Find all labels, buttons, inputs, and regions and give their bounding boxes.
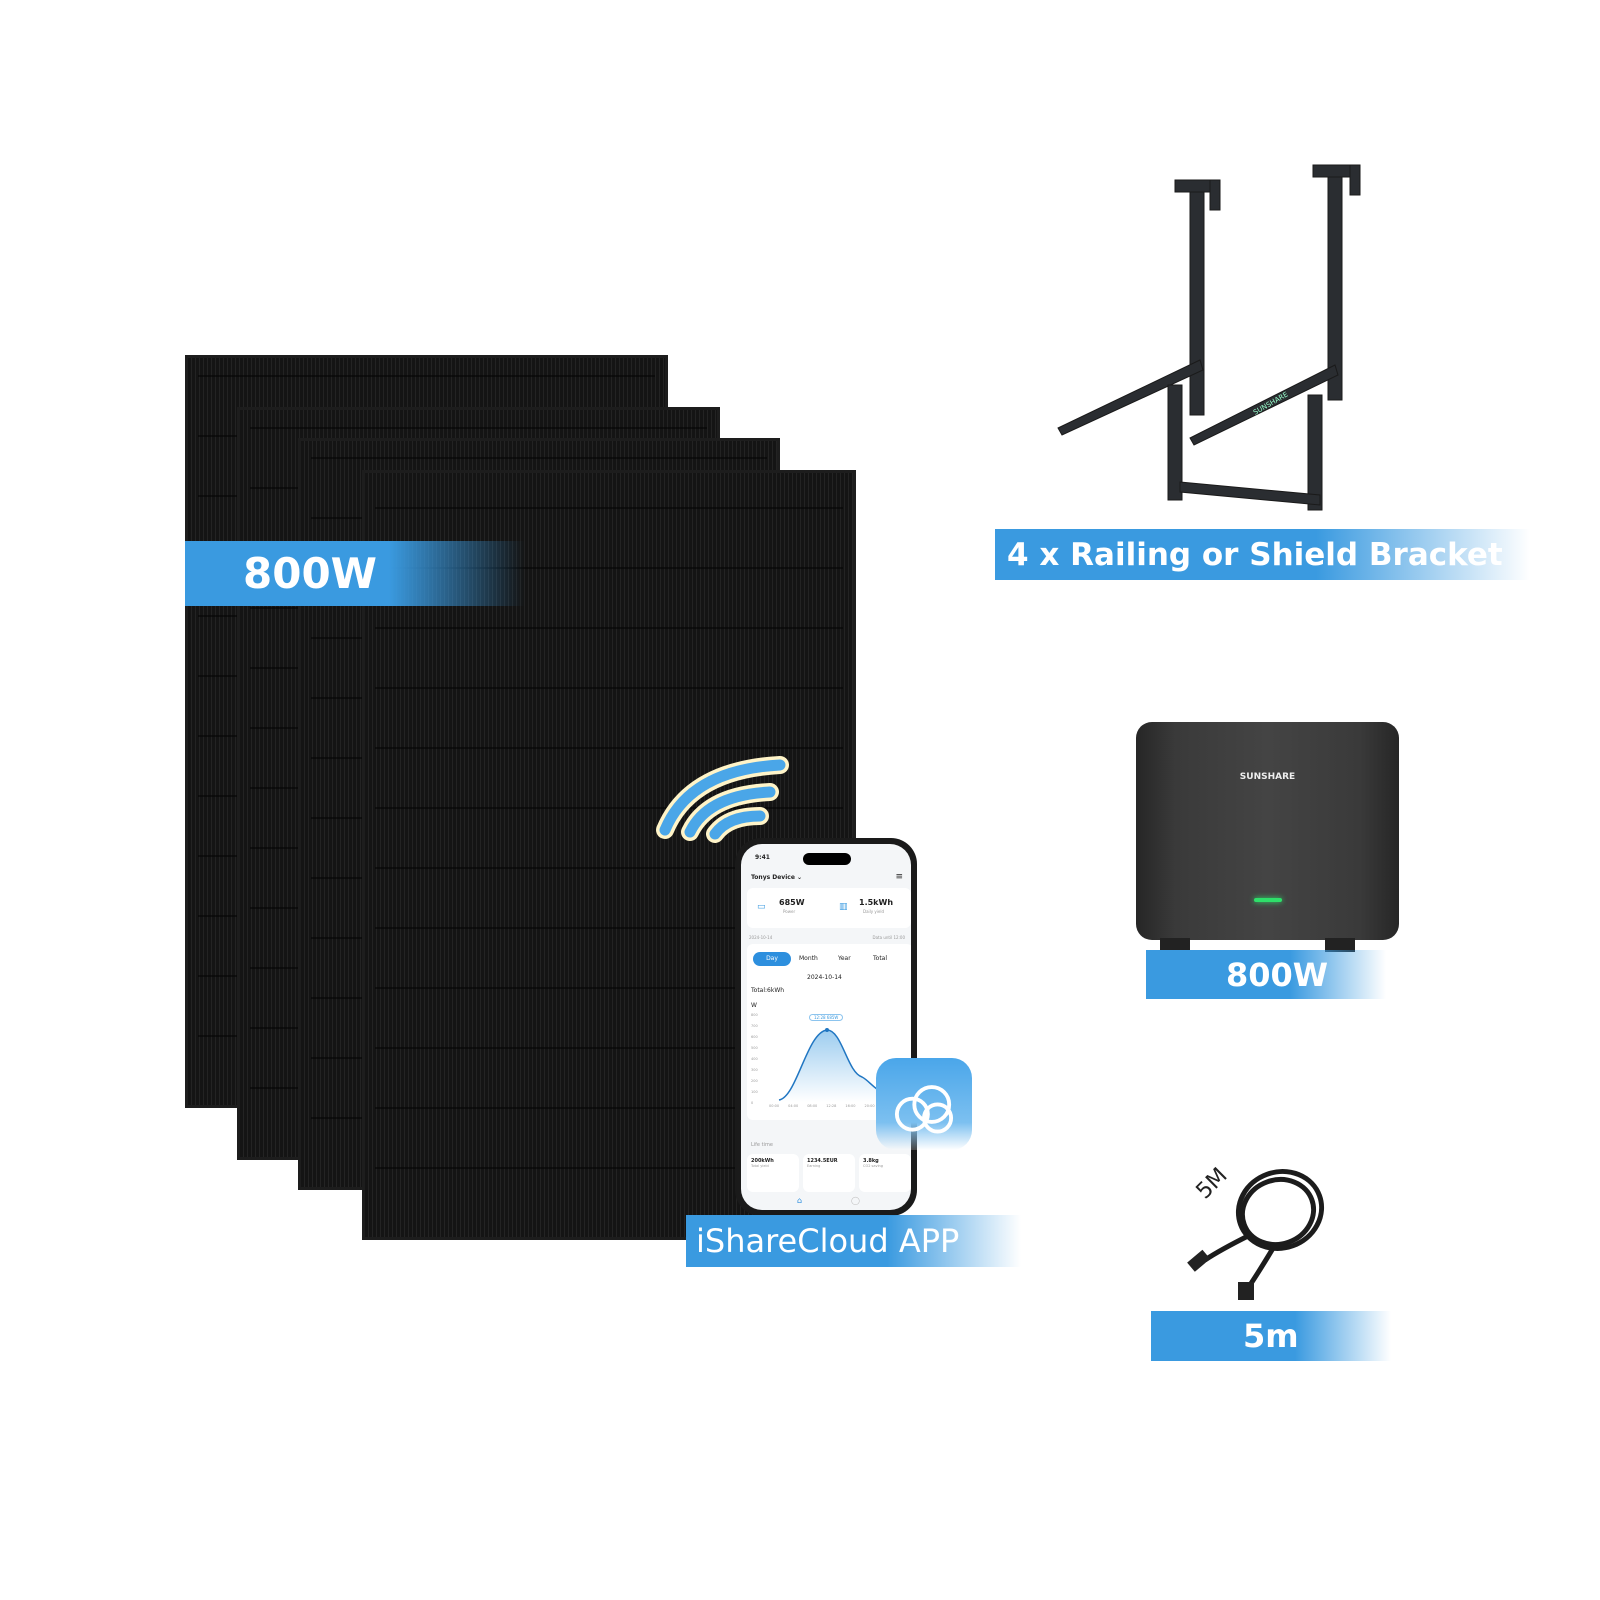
cable-length-marking: 5M (1192, 1163, 1233, 1204)
power-curve (778, 1028, 907, 1102)
daily-yield-value: 1.5kWh (859, 898, 894, 907)
y-tick: 200 (751, 1079, 758, 1083)
total-energy: Total:6kWh (751, 987, 785, 994)
y-tick: 100 (751, 1090, 758, 1094)
phone: 9:41 Tonys Device ⌄ ≡ ▭ 685W Power ▥ 1.5… (735, 838, 917, 1216)
y-tick: 600 (751, 1035, 758, 1039)
lifetime-value: 200kWh (751, 1158, 774, 1164)
connector (1160, 938, 1190, 952)
stats-card: ▭ 685W Power ▥ 1.5kWh Daily yield (747, 888, 911, 928)
chart-date[interactable]: 2024-10-14 (807, 974, 842, 981)
y-unit: W (751, 1002, 757, 1009)
lifetime-label: Life time (751, 1142, 773, 1148)
lifetime-value: 3.8kg (863, 1158, 879, 1164)
cable-label: 5m (1151, 1311, 1391, 1361)
x-tick: 08:00 (807, 1104, 818, 1108)
status-led (1254, 898, 1282, 902)
power-icon: ▭ (757, 902, 766, 912)
profile-icon[interactable]: ◯ (851, 1196, 860, 1205)
x-tick: 20:00 (864, 1104, 875, 1108)
lifetime-caption: CO2 saving (863, 1164, 883, 1168)
power-value: 685W (779, 898, 805, 907)
x-tick: 16:00 (845, 1104, 856, 1108)
x-tick: 04:00 (788, 1104, 799, 1108)
device-name: Tonys Device (751, 874, 795, 881)
lifetime-caption: Earning (807, 1164, 821, 1168)
bracket-label-text: 4 x Railing or Shield Bracket (1007, 536, 1503, 573)
app-screen: 9:41 Tonys Device ⌄ ≡ ▭ 685W Power ▥ 1.5… (741, 844, 911, 1210)
daily-yield-label: Daily yield (863, 909, 884, 914)
cloud-icon (894, 1085, 954, 1134)
microinverter: SUNSHARE (1136, 722, 1399, 940)
tab-day[interactable]: Day (753, 952, 791, 966)
wifi-icon (656, 756, 789, 843)
x-tick: 12:28 (826, 1104, 837, 1108)
y-tick: 800 (751, 1013, 758, 1017)
cable: 5M (1187, 1163, 1325, 1300)
railing-bracket: SUNSHARE (1057, 164, 1361, 511)
lifetime-value: 1234.5EUR (807, 1158, 838, 1164)
y-tick: 0 (751, 1101, 754, 1105)
y-tick: 500 (751, 1046, 758, 1050)
yield-icon: ▥ (839, 902, 848, 912)
date-left: 2024-10-14 (749, 935, 773, 940)
tab-year[interactable]: Year (838, 955, 851, 962)
home-icon[interactable]: ⌂ (797, 1196, 803, 1205)
inverter-label-text: 800W (1226, 955, 1329, 994)
cable-label-text: 5m (1243, 1317, 1299, 1355)
inverter-brand: SUNSHARE (1239, 772, 1296, 782)
app-label: iShareCloud APP (686, 1215, 1021, 1267)
app-label-text: iShareCloud APP (696, 1222, 960, 1260)
tab-total[interactable]: Total (873, 955, 888, 962)
y-tick: 300 (751, 1068, 758, 1072)
status-time: 9:41 (755, 854, 770, 861)
connector (1325, 938, 1355, 952)
dynamic-island (803, 853, 851, 865)
chart-card: Day Month Year Total 2024-10-14 Total:6k… (747, 944, 911, 1120)
app-icon (876, 1058, 972, 1150)
inverter-label: 800W (1146, 950, 1386, 999)
panel-power-label: 800W (185, 541, 525, 606)
bracket-label: 4 x Railing or Shield Bracket (995, 529, 1530, 580)
y-tick: 400 (751, 1057, 758, 1061)
chart-tooltip: 12:28 685W (809, 1014, 844, 1021)
data-until: Data until 12:00 (872, 935, 905, 940)
panel-power-text: 800W (243, 549, 377, 598)
x-tick: 00:00 (769, 1104, 780, 1108)
lifetime-caption: Total yield (751, 1164, 769, 1168)
power-label: Power (783, 909, 796, 914)
y-tick: 700 (751, 1024, 758, 1028)
menu-icon[interactable]: ≡ (895, 872, 903, 882)
tab-month[interactable]: Month (799, 955, 818, 962)
device-selector[interactable]: Tonys Device ⌄ (751, 874, 803, 881)
